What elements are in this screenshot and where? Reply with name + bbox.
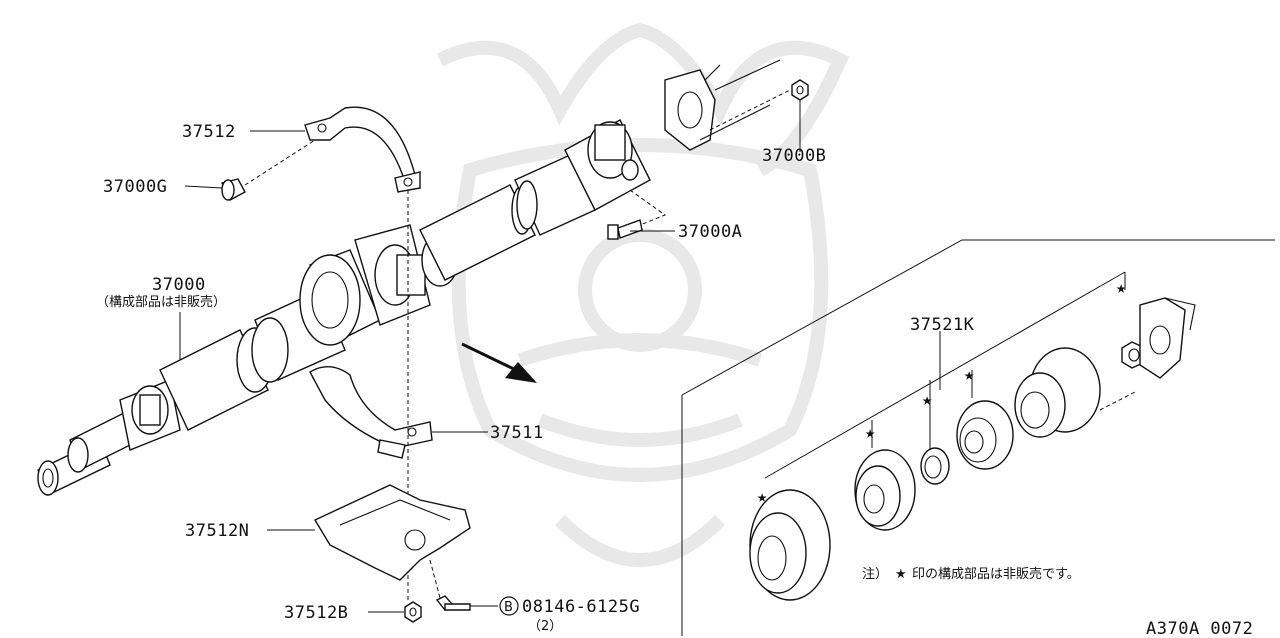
label-08146-qty: （2） — [528, 619, 562, 634]
label-37000: 37000 — [152, 275, 206, 295]
dust-cover[interactable] — [749, 489, 831, 601]
star-marker: ★ — [757, 487, 768, 507]
label-37000B: 37000B — [762, 146, 826, 166]
note-prefix: 注） — [862, 567, 888, 582]
bolt-08146-6125G[interactable] — [435, 595, 471, 612]
label-37000G: 37000G — [103, 177, 167, 197]
star-marker: ★ — [922, 390, 933, 410]
propeller-shaft-37000[interactable] — [37, 119, 651, 496]
label-37000-note: （構成部品は非販売） — [96, 294, 226, 310]
companion-yoke[interactable] — [1139, 297, 1196, 379]
inset-panel — [681, 239, 1275, 636]
label-37512B: 37512B — [284, 603, 348, 623]
insulator-37512N[interactable] — [314, 484, 471, 581]
center-bearing[interactable] — [854, 449, 916, 531]
label-37511: 37511 — [490, 423, 544, 443]
bolt-marker-b: B — [499, 596, 519, 616]
bolt-37000A[interactable] — [607, 219, 643, 240]
note-text: 印の構成部品は非販売です。 — [912, 566, 1080, 582]
star-marker: ★ — [964, 365, 975, 385]
front-direction-arrow — [461, 342, 537, 383]
grommet-37000G[interactable] — [221, 178, 246, 201]
note-star: ★ — [895, 567, 907, 582]
label-37512N: 37512N — [185, 521, 249, 541]
label-37000A: 37000A — [678, 222, 742, 242]
star-marker: ★ — [865, 423, 876, 443]
star-marker: ★ — [1116, 278, 1127, 298]
nut-37512B[interactable] — [404, 601, 422, 623]
label-37521K: 37521K — [910, 315, 975, 335]
diagram-code: A370A 0072 — [1146, 619, 1253, 638]
svg-text:B: B — [504, 600, 513, 615]
label-37512: 37512 — [182, 122, 236, 142]
washer[interactable] — [920, 447, 950, 485]
bearing-housing[interactable] — [1014, 347, 1101, 438]
bracket-37512[interactable] — [304, 106, 421, 193]
bearing-seal[interactable] — [956, 400, 1014, 470]
rear-companion-flange — [664, 59, 791, 151]
label-08146-6125G: 08146-6125G — [522, 597, 640, 617]
nut-37000B[interactable] — [791, 79, 809, 101]
watermark-logo — [436, 22, 850, 567]
bracket-37511[interactable] — [309, 366, 433, 459]
